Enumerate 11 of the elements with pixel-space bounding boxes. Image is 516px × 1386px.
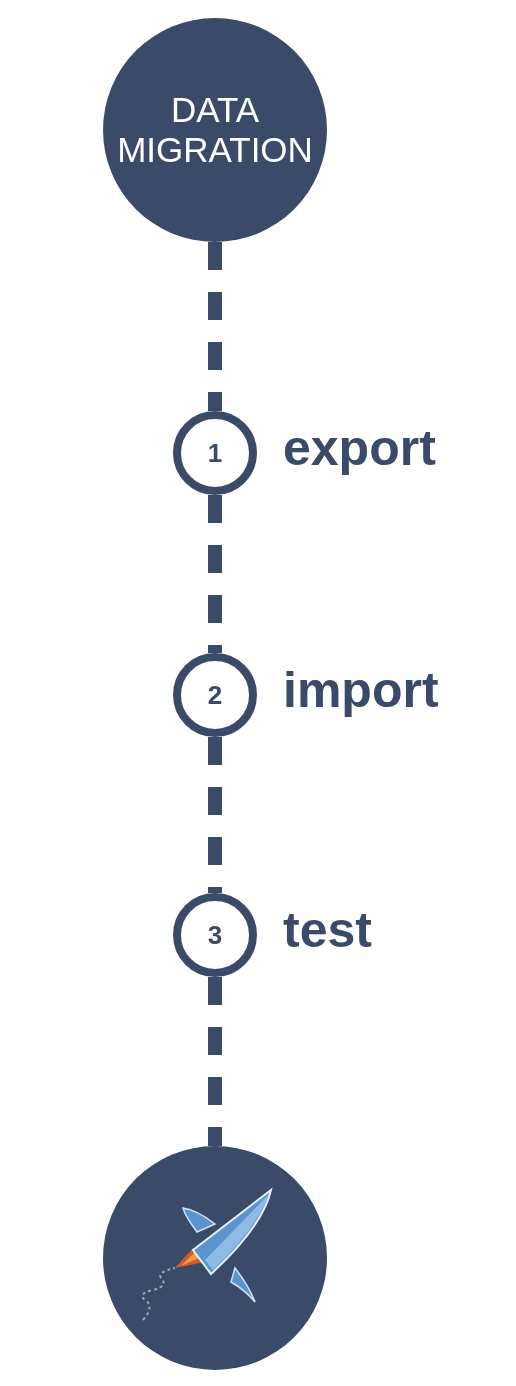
step-label: import bbox=[283, 665, 439, 715]
step-number: 1 bbox=[207, 440, 223, 466]
step-label: export bbox=[283, 423, 436, 473]
dashed-connector bbox=[208, 977, 222, 1146]
title-text: DATA MIGRATION bbox=[116, 89, 314, 171]
dashed-connector bbox=[208, 242, 222, 411]
step-label: test bbox=[283, 905, 372, 955]
step-number: 3 bbox=[207, 922, 223, 948]
dashed-connector bbox=[208, 737, 222, 893]
dashed-connector bbox=[208, 495, 222, 653]
step-number: 2 bbox=[207, 682, 223, 708]
